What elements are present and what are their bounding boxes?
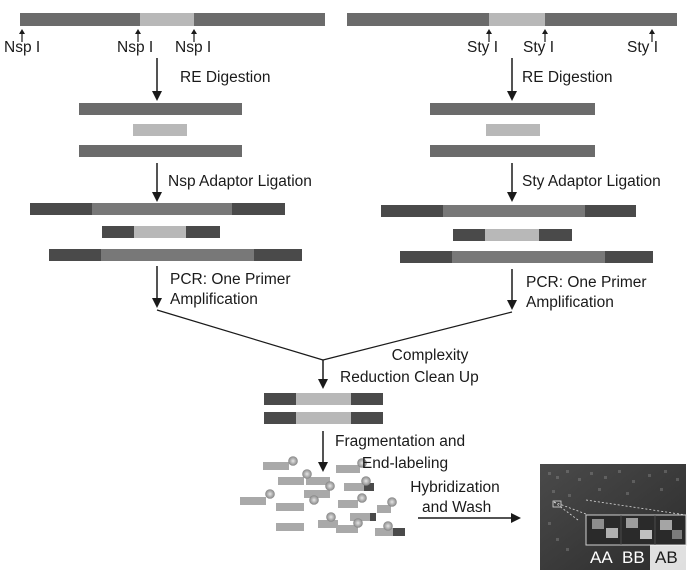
merge-lines [156,309,513,361]
step-cleanup-line2: Reduction Clean Up [340,369,479,386]
genotype-label-ab: AB [655,548,678,567]
genotype-label-bb: BB [622,548,645,567]
zoom-inset [585,514,687,546]
right-step-ligation: Sty Adaptor Ligation [522,173,661,190]
right-digested-fragments [430,103,595,157]
zoom-guide-lines [553,499,687,521]
left-site-label-2: Nsp I [117,39,154,56]
cleaned-fragments [264,393,383,424]
right-site-label-2: Sty I [523,39,555,56]
right-ligated-fragments [381,205,653,263]
step-fragment-line2: End-labeling [361,455,449,472]
right-cut-site-arrows [486,29,655,42]
left-step-ligation: Nsp Adaptor Ligation [168,173,312,190]
microarray-image [540,464,687,570]
step-fragment-line1: Fragmentation and [335,433,466,450]
genotype-label-aa: AA [590,548,613,567]
left-digested-fragments [79,103,242,157]
right-site-label-3: Sty I [627,39,659,56]
left-step-digestion: RE Digestion [180,69,271,86]
left-ligated-fragments [30,203,302,261]
step-hybrid-line1: Hybridization [410,479,500,496]
right-step-digestion: RE Digestion [522,69,613,86]
right-step-pcr-line2: Amplification [526,294,614,311]
step-cleanup-line1: Complexity [391,347,469,364]
left-site-label-1: Nsp I [4,39,41,56]
left-step-pcr-line2: Amplification [170,291,258,308]
array-spot-grid [548,470,679,551]
step-hybrid-line2: and Wash [422,499,492,516]
labeled-fragments [240,462,405,536]
left-step-pcr-line1: PCR: One Primer [170,271,291,288]
end-label-stars [265,456,397,531]
left-site-label-3: Nsp I [175,39,212,56]
right-step-pcr-line1: PCR: One Primer [526,274,647,291]
left-cut-site-arrows [19,29,197,42]
right-site-label-1: Sty I [467,39,499,56]
left-genomic-dna [20,13,325,26]
right-genomic-dna [347,13,677,26]
